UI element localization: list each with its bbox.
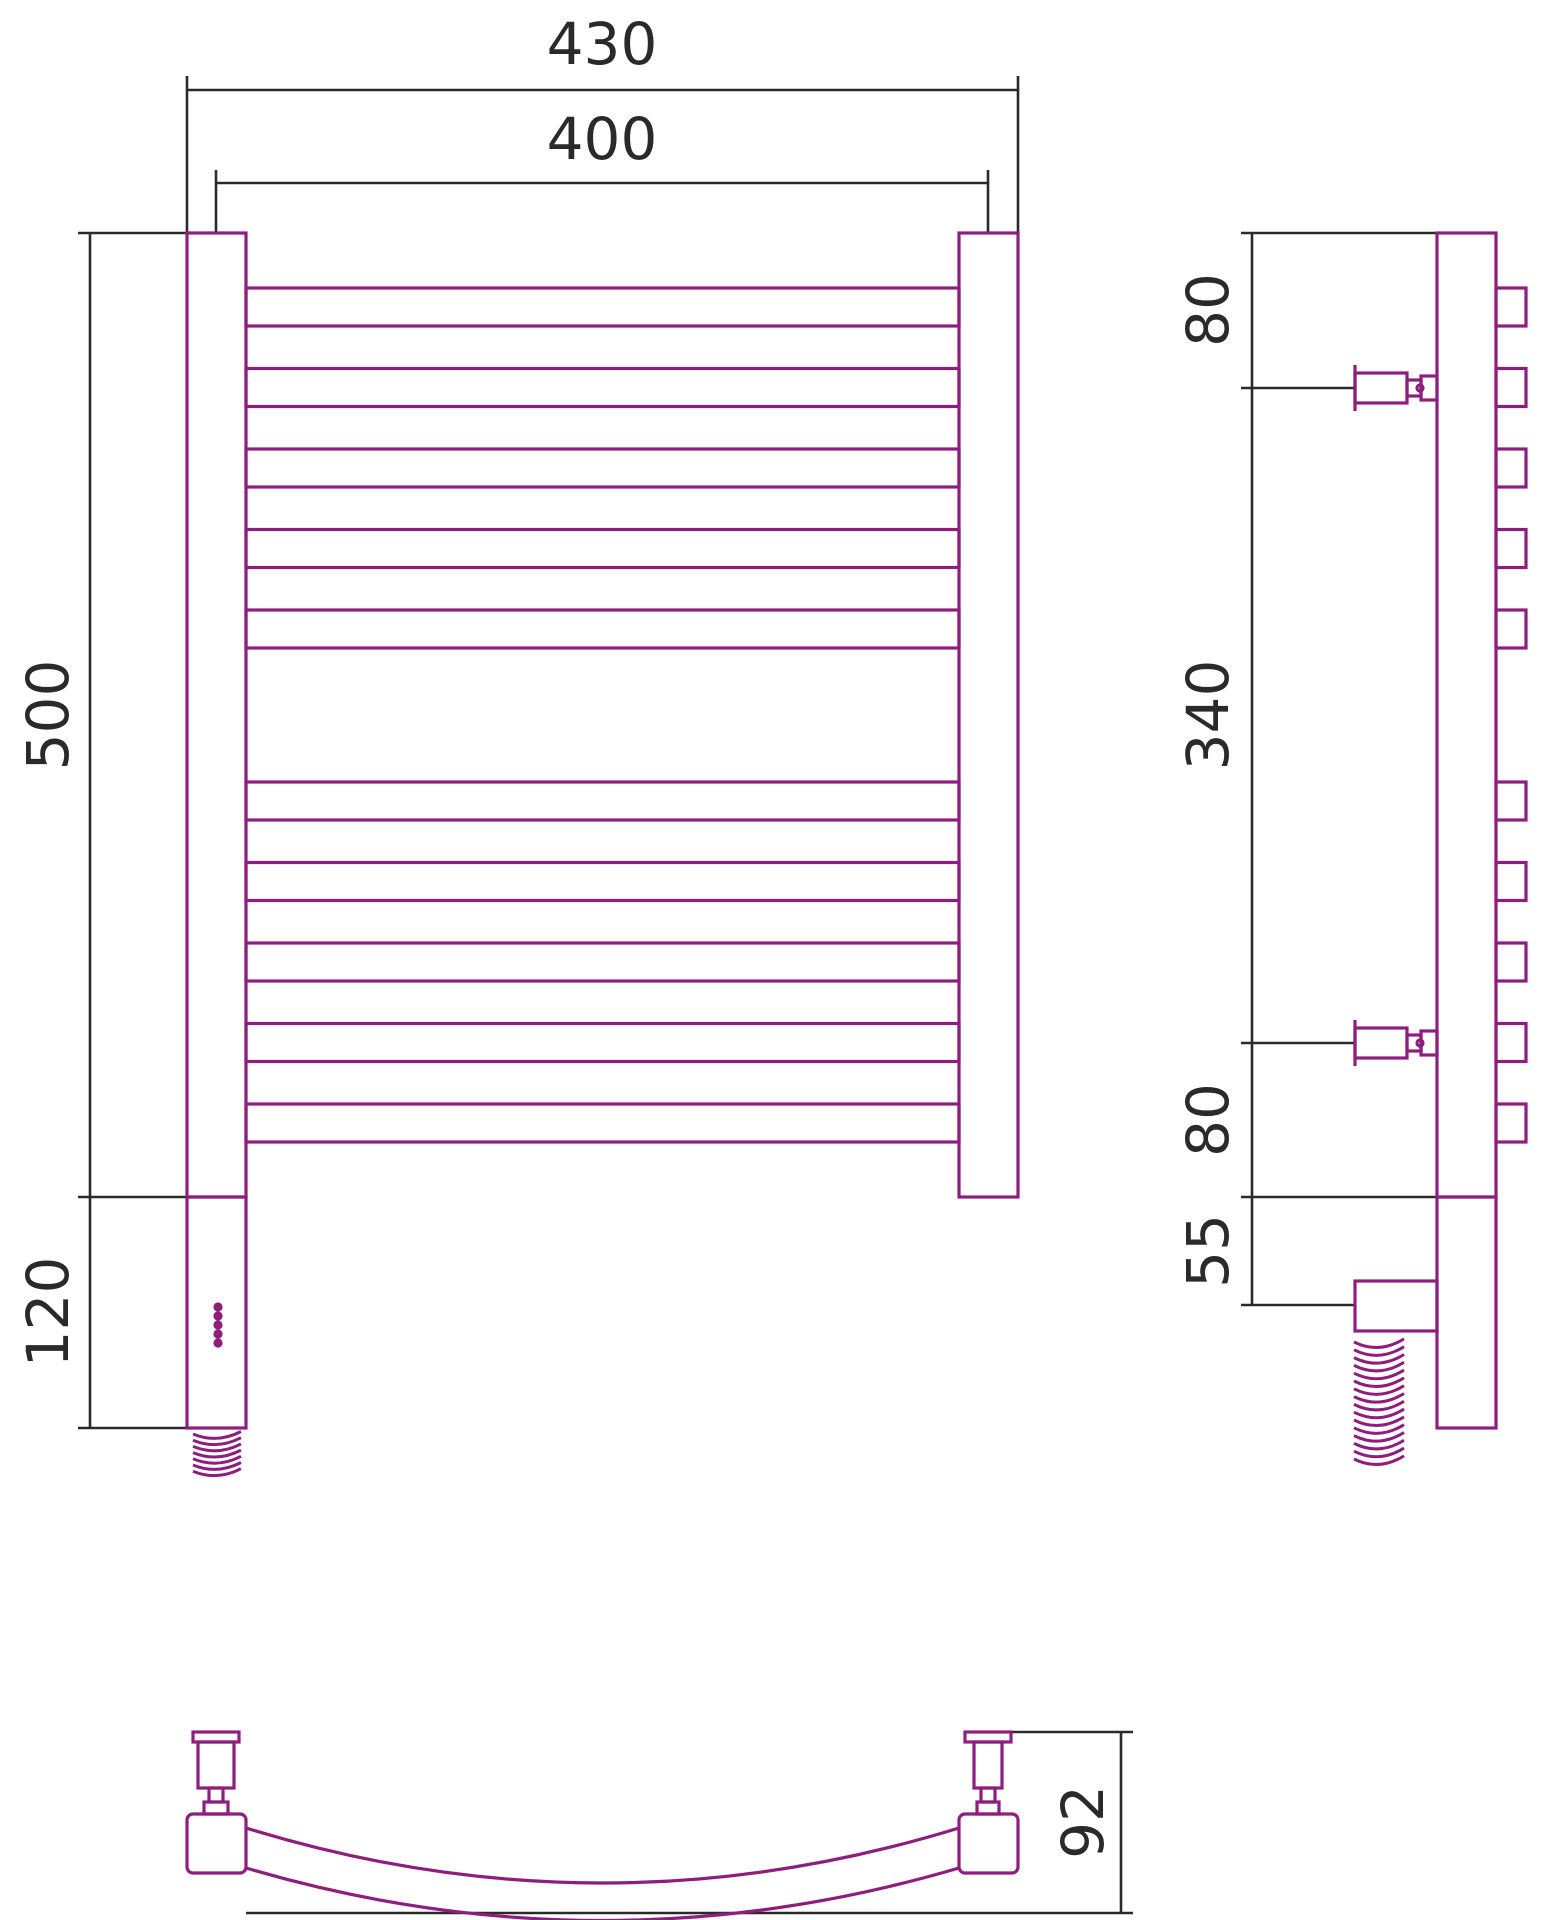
left-upright-section [185,1812,248,1875]
cable-turn [1353,1392,1405,1404]
cable-turn [192,1436,242,1447]
wall-bracket-bottom [1353,1020,1439,1066]
heater-connection-block [1353,1279,1439,1333]
crossbar-end-6 [1494,780,1528,822]
dim-heater-height: 120 [14,1257,82,1368]
crossbar-end-10 [1494,1102,1528,1144]
dim-rail-height: 500 [14,660,82,771]
crossbar-7 [244,860,961,903]
dim-wall-depth: 92 [1049,1785,1117,1859]
cable-turn [192,1448,242,1459]
cable-turn [1353,1446,1405,1459]
indicator-light [213,1329,223,1339]
crossbar-end-7 [1494,860,1528,903]
cable-turn [1353,1376,1405,1388]
curved-crossbar-inner [245,1866,960,1920]
crossbar-9 [244,1021,961,1064]
front-dimension-lines [78,76,1020,1430]
crossbar-end-2 [1494,366,1528,409]
side-upright [1435,231,1498,1199]
indicator-lights [213,1302,223,1348]
indicator-light [213,1338,223,1348]
front-view: 430 400 500 120 [14,10,1020,1478]
dim-bracket-spacing: 340 [1174,660,1242,771]
crossbar-3 [244,447,961,489]
cable-turn [1353,1368,1405,1381]
side-heater-housing [1435,1195,1498,1430]
crossbar-end-1 [1494,286,1528,328]
cable-turn [1353,1384,1405,1396]
cable-turn [192,1454,242,1465]
cable-turn [192,1442,242,1453]
crossbar-1 [244,286,961,328]
side-power-cable-coil [1353,1337,1405,1466]
top-view: 92 [185,1730,1133,1920]
crossbar-4 [244,527,961,570]
right-upright [957,231,1020,1199]
top-dimension-lines [246,1730,1133,1915]
cable-turn [1353,1415,1405,1427]
cable-turn [1353,1360,1405,1373]
cable-turn [192,1430,242,1440]
crossbar-end-3 [1494,447,1528,489]
wall-bracket-top [1353,365,1439,411]
side-crossbar-ends [1494,286,1528,1144]
crossbar-end-9 [1494,1021,1528,1064]
power-cable-coil [192,1430,242,1478]
crossbar-5 [244,608,961,650]
left-upright [185,231,248,1199]
cable-turn [1353,1431,1405,1443]
indicator-light [213,1320,223,1330]
dim-top-bracket: 80 [1174,273,1242,347]
cable-turn [1353,1438,1405,1451]
right-wall-mount [963,1730,1013,1816]
front-crossbars [244,286,961,1144]
dim-bottom-bracket: 80 [1174,1083,1242,1157]
cable-turn [1353,1353,1405,1365]
dim-centre-distance: 400 [547,105,658,173]
crossbar-8 [244,941,961,983]
crossbar-end-5 [1494,608,1528,650]
side-dimension-lines [1241,231,1497,1307]
right-upright-section [957,1812,1020,1875]
dim-heater-connection: 55 [1174,1214,1242,1288]
heating-element-housing [185,1195,248,1430]
cable-turn [1353,1399,1405,1412]
cable-turn [1353,1345,1405,1357]
crossbar-6 [244,780,961,822]
cable-turn [192,1467,242,1478]
curved-crossbar-outer [245,1826,960,1885]
dim-overall-width: 430 [547,10,658,78]
crossbar-end-8 [1494,941,1528,983]
cable-turn [1353,1337,1405,1349]
cable-turn [1353,1423,1405,1435]
cable-turn [1353,1407,1405,1420]
crossbar-end-4 [1494,527,1528,570]
side-view: 80 340 80 55 [1174,231,1528,1466]
crossbar-2 [244,366,961,409]
indicator-light [213,1302,223,1312]
indicator-light [213,1311,223,1321]
crossbar-10 [244,1102,961,1144]
left-wall-mount [191,1730,241,1816]
cable-turn [192,1461,242,1471]
cable-turn [1353,1454,1405,1466]
